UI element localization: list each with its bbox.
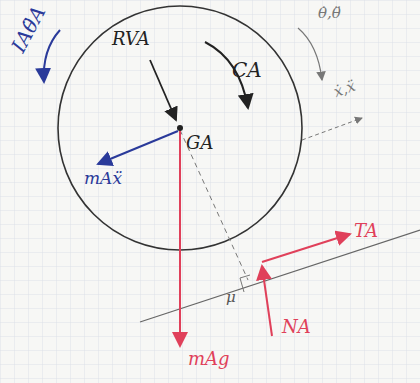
displacement-label: ẋ,ẍ <box>332 79 358 101</box>
displacement-arrow <box>302 118 362 140</box>
center-label: GA <box>186 134 213 152</box>
friction-arrow <box>262 234 350 262</box>
incline-line <box>140 230 420 322</box>
center-dot <box>177 125 183 131</box>
weight-arrow <box>179 131 181 346</box>
rotation-label: θ̇,θ̈ <box>318 6 341 21</box>
dashed-normal <box>180 130 248 280</box>
friction-coefficient: μ <box>226 290 236 305</box>
friction-label: TA <box>354 222 378 240</box>
mu-tick <box>240 275 250 292</box>
reaction-arrow <box>150 60 176 120</box>
weight-label: mAg <box>188 350 230 368</box>
normal-arrow <box>262 266 272 336</box>
rotation-arrow <box>298 28 322 80</box>
inertial-force-arrow <box>98 131 178 164</box>
reaction-label: RVA <box>112 30 150 48</box>
torque-label: CA <box>232 60 262 80</box>
inertial-force-label: mAẍ <box>84 170 122 187</box>
inertia-label: IAθ̈A <box>8 3 49 56</box>
inertia-arrow <box>44 30 60 82</box>
normal-label: NA <box>282 318 311 336</box>
